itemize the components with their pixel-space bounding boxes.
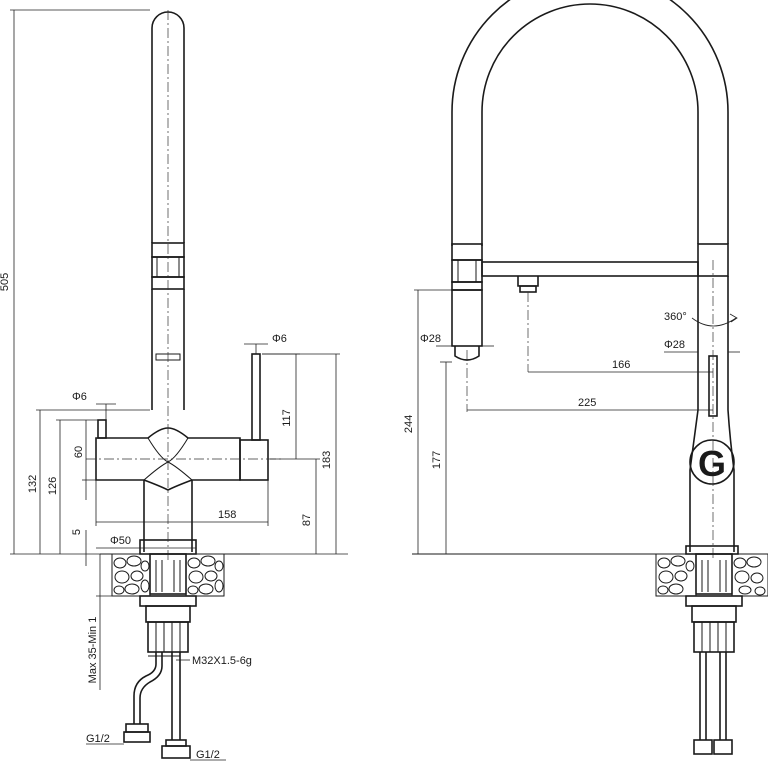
mounting-stem-right xyxy=(695,553,733,595)
dim-g12-right: G1/2 xyxy=(196,749,220,761)
base-ring-right xyxy=(685,545,739,555)
countertop-section-left xyxy=(113,555,150,595)
brand-logo-circle xyxy=(689,439,735,485)
left-faucet-view: 505 132 126 60 5 Φ6 Φ6 117 183 87 158 xyxy=(0,9,348,761)
washer-right xyxy=(685,595,743,607)
dim-g12-left: G1/2 xyxy=(86,733,110,745)
mounting-nut xyxy=(147,621,189,653)
hoses-right xyxy=(699,652,727,740)
right-hose xyxy=(171,652,181,740)
dim-5: 5 xyxy=(71,529,83,535)
dim-244: 244 xyxy=(403,415,415,433)
dim-177: 177 xyxy=(431,451,443,469)
holder-clip xyxy=(517,276,539,287)
spray-head-collar xyxy=(451,243,483,261)
dim-60: 60 xyxy=(73,446,85,458)
arch-inner xyxy=(481,3,699,246)
left-hose xyxy=(133,652,163,724)
dim-183: 183 xyxy=(321,451,333,469)
spray-head-body xyxy=(451,289,483,347)
mounting-nut-right xyxy=(693,621,735,653)
holder-bar xyxy=(481,261,699,277)
washer xyxy=(139,595,197,607)
right-hose-nut xyxy=(161,745,191,759)
holder-clip-tip xyxy=(519,285,537,293)
dim-132: 132 xyxy=(27,475,39,493)
right-hose-fitting xyxy=(165,739,187,747)
countertop-section-right-view xyxy=(657,555,766,596)
handle-cartridge xyxy=(239,439,269,481)
brand-logo-g: G xyxy=(698,443,726,484)
mounting-plate-right xyxy=(691,605,737,623)
dim-505: 505 xyxy=(0,273,11,291)
dim-87: 87 xyxy=(301,514,313,526)
spray-head-grip xyxy=(451,259,483,283)
body-column-right xyxy=(689,276,735,552)
left-pin xyxy=(97,419,107,439)
dim-phi6-right: Φ6 xyxy=(272,333,287,345)
dim-360: 360° xyxy=(664,311,687,323)
dim-thread: M32X1.5-6g xyxy=(192,655,252,667)
dim-phi6-left: Φ6 xyxy=(72,391,87,403)
mounting-plate xyxy=(145,605,191,623)
dim-158: 158 xyxy=(218,509,236,521)
dim-phi50: Φ50 xyxy=(110,535,131,547)
dim-126: 126 xyxy=(47,477,59,495)
body-top xyxy=(697,243,729,277)
countertop-section-right xyxy=(187,555,224,595)
rotation-arc xyxy=(691,317,737,327)
dim-225: 225 xyxy=(578,397,596,409)
dim-117: 117 xyxy=(281,409,293,427)
arch-outer xyxy=(451,0,729,246)
right-faucet-view: G xyxy=(403,0,768,755)
left-hose-fitting xyxy=(125,723,149,733)
dim-phi28-body: Φ28 xyxy=(664,339,685,351)
hose-nut-right-1 xyxy=(693,739,713,755)
dim-166: 166 xyxy=(612,359,630,371)
handle-lever xyxy=(251,353,261,441)
spray-head-ring xyxy=(451,281,483,291)
hose-nut-right-2 xyxy=(713,739,733,755)
dim-deck-range: Max 35-Min 1 xyxy=(87,617,99,684)
left-hose-nut xyxy=(123,731,151,743)
dim-phi28-spout: Φ28 xyxy=(420,333,441,345)
lower-tube xyxy=(151,289,185,410)
